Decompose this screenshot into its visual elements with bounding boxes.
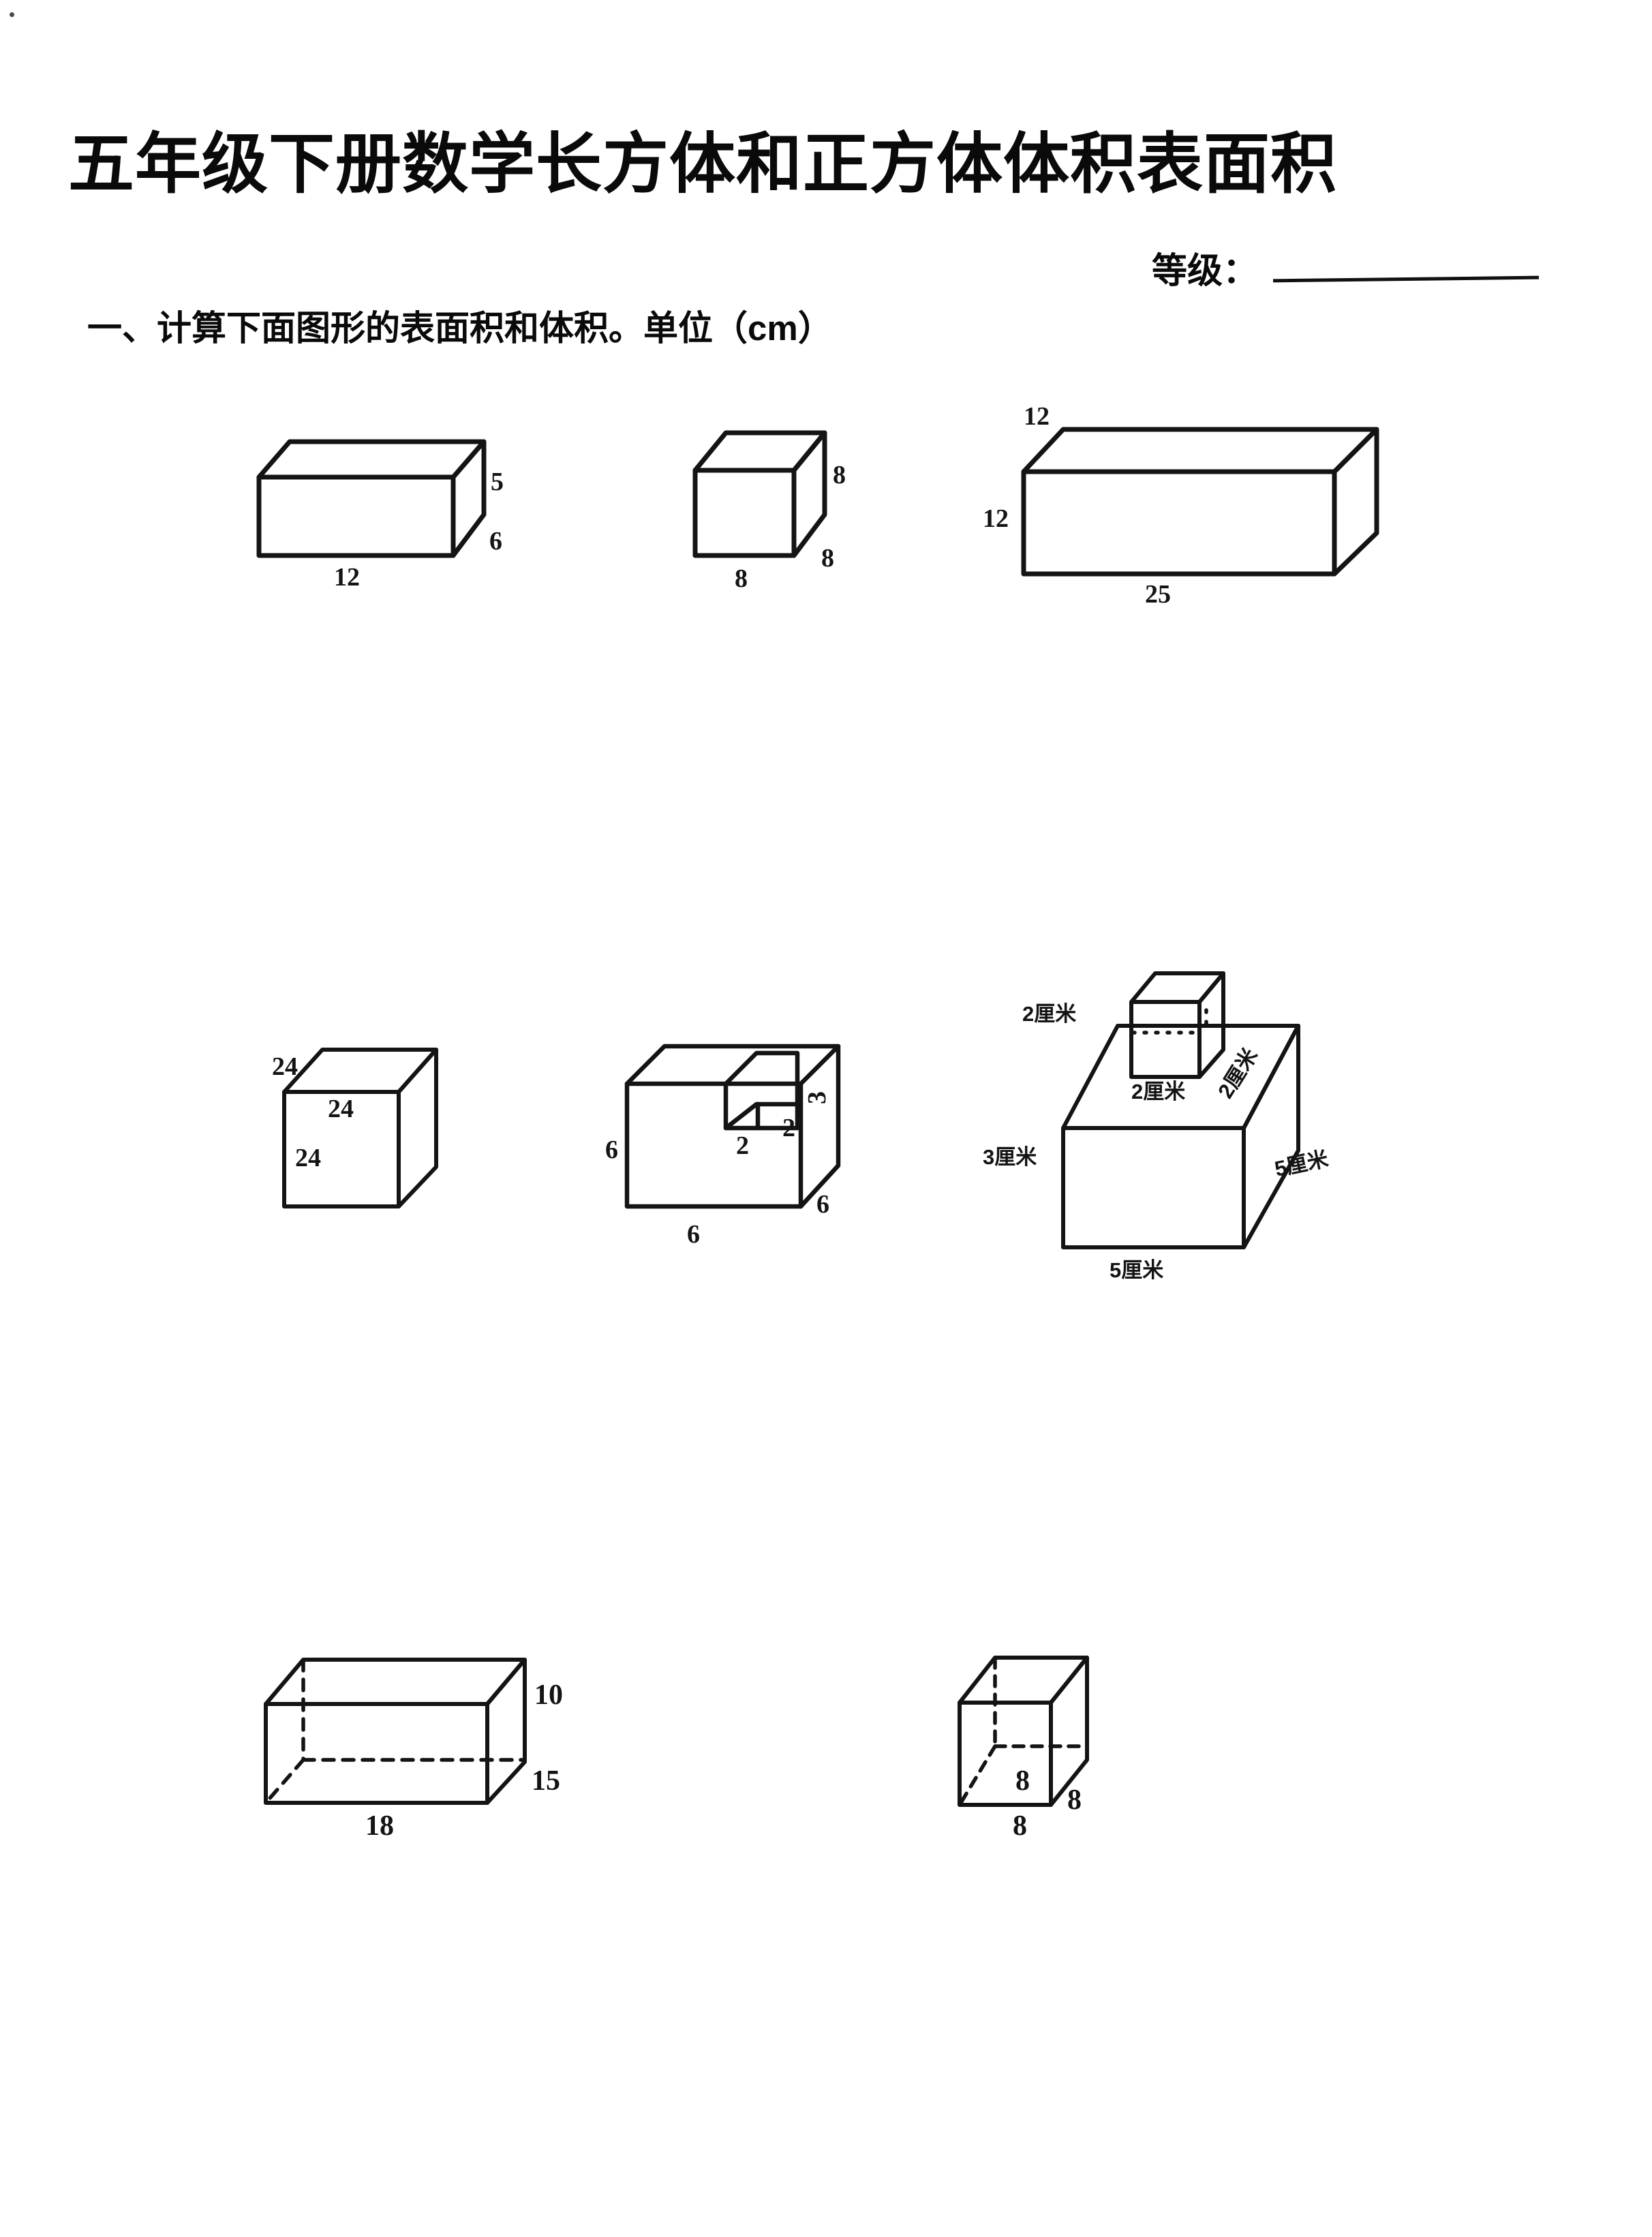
page-title: 五年级下册数学长方体和正方体体积表面积 bbox=[68, 127, 1337, 201]
cube-8-drawing bbox=[692, 430, 827, 558]
figure-cube-24: 24 24 24 bbox=[256, 1036, 460, 1241]
label-depth-right: 6 bbox=[816, 1190, 829, 1219]
label-height-left: 6 bbox=[605, 1136, 618, 1164]
cuboid-12-6-5-drawing bbox=[256, 439, 487, 558]
label-height-inner-left: 24 bbox=[295, 1144, 321, 1172]
label-cube-edge-bottom: 2厘米 bbox=[1131, 1080, 1186, 1104]
cuboid-25-12-12-drawing bbox=[1021, 427, 1379, 577]
figure-cuboid-25-12-12: 12 12 25 bbox=[968, 389, 1411, 613]
figure-wireframe-cube-8: 8 8 8 bbox=[947, 1643, 1179, 1861]
wireframe-cuboid-drawing bbox=[264, 1658, 527, 1805]
grade-label: 等级： bbox=[1152, 252, 1259, 291]
label-depth-right: 15 bbox=[532, 1765, 560, 1797]
scan-speck bbox=[10, 12, 14, 17]
label-width-inner-top: 24 bbox=[328, 1095, 354, 1123]
label-width-bottom: 12 bbox=[334, 563, 360, 592]
figure-cube-8: 8 8 8 bbox=[682, 409, 900, 607]
label-box-height-left: 3厘米 bbox=[983, 1145, 1037, 1169]
label-height-right: 5 bbox=[491, 468, 504, 496]
label-height-left: 12 bbox=[983, 504, 1009, 533]
figure-notched-cube-6: 6 6 6 3 2 2 bbox=[600, 981, 886, 1268]
label-width-bottom: 25 bbox=[1145, 580, 1171, 609]
label-width-bottom: 8 bbox=[735, 564, 748, 593]
notched-cube-6-drawing bbox=[624, 1044, 841, 1209]
label-depth-right: 8 bbox=[821, 544, 834, 573]
label-depth-right: 6 bbox=[489, 527, 502, 556]
label-depth-topleft: 24 bbox=[272, 1052, 298, 1081]
label-depth-topleft: 12 bbox=[1024, 402, 1050, 431]
label-depth-right: 8 bbox=[1067, 1784, 1082, 1816]
wireframe-cube-8-drawing bbox=[958, 1656, 1089, 1807]
section-one-instruction: 一、计算下面图形的表面积和体积。单位（cm） bbox=[87, 309, 833, 348]
cube-24-drawing bbox=[282, 1048, 438, 1208]
label-notch-width: 2 bbox=[736, 1131, 749, 1160]
label-width-bottom: 6 bbox=[687, 1220, 700, 1249]
figure-box-with-cube-on-top: 2厘米 2厘米 2厘米 3厘米 5厘米 5厘米 bbox=[983, 954, 1377, 1295]
label-notch-height: 3 bbox=[803, 1091, 831, 1104]
grade-field: 等级： bbox=[1152, 252, 1540, 291]
grade-blank-line[interactable] bbox=[1272, 275, 1540, 283]
label-box-width-bottom: 5厘米 bbox=[1110, 1258, 1164, 1282]
label-width-inner: 8 bbox=[1015, 1765, 1030, 1797]
figure-cuboid-12-6-5: 5 6 12 bbox=[239, 409, 525, 607]
label-cube-edge-topleft: 2厘米 bbox=[1022, 1002, 1077, 1026]
box-with-cube-drawing bbox=[1061, 971, 1300, 1249]
label-height-right: 8 bbox=[833, 461, 846, 489]
figure-wireframe-cuboid-18-15-10: 10 15 18 bbox=[252, 1643, 607, 1861]
label-width-bottom: 18 bbox=[365, 1810, 394, 1842]
label-notch-depth: 2 bbox=[782, 1114, 795, 1142]
label-width-bottom: 8 bbox=[1013, 1810, 1027, 1842]
label-height-right: 10 bbox=[534, 1679, 563, 1711]
